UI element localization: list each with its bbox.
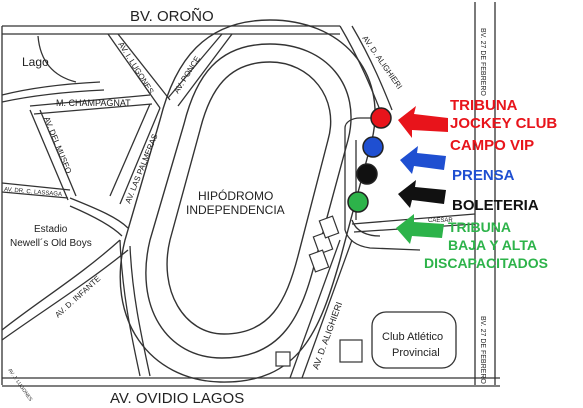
marker-jockey-club[interactable] [370,107,392,129]
place-label-hipodromo: HIPÓDROMO [198,188,273,203]
street-label-lugones: AV. I. LUGONES [116,40,155,95]
legend-campo-vip: CAMPO VIP [450,137,534,154]
legend-discapacitados: DISCAPACITADOS [424,255,548,271]
street-label-caesar: CAESAR [428,218,453,224]
street-label-ovidio-lagos: AV. OVIDIO LAGOS [110,390,244,407]
arrow-blue [400,146,446,174]
street-label-champagnat: M. CHAMPAGNAT [56,98,131,108]
grandstand-blocks [275,215,363,367]
club-provincial-block [371,311,457,369]
street-label-del-museo: AV. DEL MUSEO [42,115,73,175]
place-label-lago: Lago [22,55,49,69]
street-label-orono: BV. OROÑO [130,8,214,25]
legend-arrows [396,106,448,244]
legend-tribuna-baja-1: TRIBUNA [448,219,511,235]
legend-tribuna-jockey-1: TRIBUNA [450,97,518,114]
arrow-green [396,214,444,244]
street-label-27-febrero-top: BV. 27 DE FEBRERO [479,28,486,96]
marker-prensa[interactable] [362,136,384,158]
marker-boleteria[interactable] [356,163,378,185]
race-track [119,19,376,383]
street-label-infante: AV. D. INFANTE [53,274,102,319]
street-label-27-febrero-bottom: BV. 27 DE FEBRERO [479,316,486,384]
place-label-estadio: Estadio [34,224,68,235]
legend-tribuna-baja-2: BAJA Y ALTA [448,237,537,253]
marker-tribuna-baja-alta[interactable] [347,191,369,213]
arrow-black [398,180,446,208]
place-label-club-atletico: Club Atlético [382,331,443,343]
street-label-las-palmeras: AV. LAS PALMERAS [124,133,160,205]
legend-boleteria: BOLETERIA [452,197,539,214]
street-label-lassaga: AV. DR. C. LASSAGA [4,187,62,198]
street-label-alighieri-top: AV. D. ALIGHIERI [360,34,404,91]
legend-prensa: PRENSA [452,167,515,184]
street-label-alighieri-bottom: AV. D. ALIGHIERI [310,301,344,371]
legend-tribuna-jockey-2: JOCKEY CLUB [450,115,557,132]
location-markers [347,107,392,213]
street-network [1,2,500,387]
place-label-newells: Newell´s Old Boys [10,237,92,249]
place-label-provincial: Provincial [392,347,440,359]
arrow-red [398,106,448,138]
legend: TRIBUNA JOCKEY CLUB CAMPO VIP PRENSA BOL… [424,97,557,271]
place-label-independencia: INDEPENDENCIA [186,203,285,217]
